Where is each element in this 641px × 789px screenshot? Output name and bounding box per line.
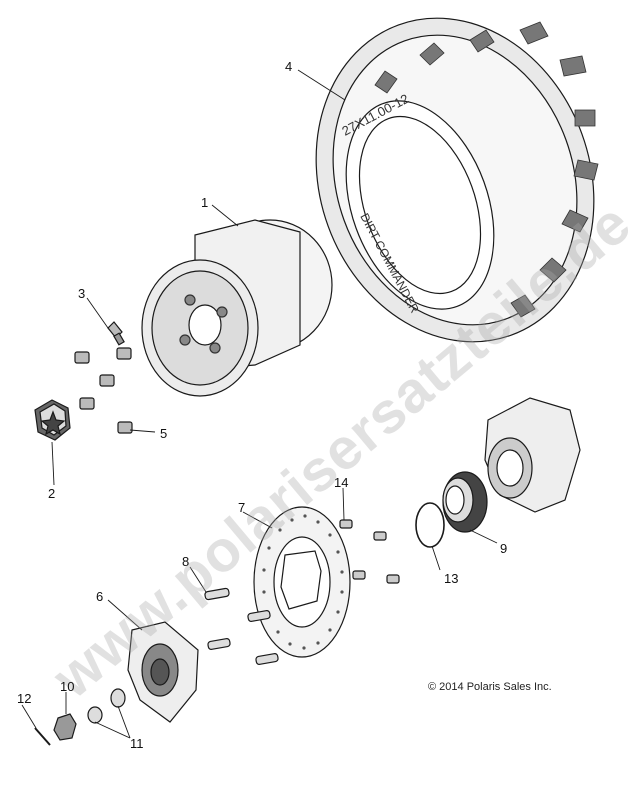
wheel-studs: [204, 587, 279, 665]
brake-disc: [253, 506, 351, 658]
callout-2: 2: [48, 486, 56, 501]
callout-14: 14: [334, 475, 349, 490]
callout-5: 5: [160, 426, 168, 441]
callout-10: 10: [60, 679, 75, 694]
tire: [315, 17, 599, 343]
disc-bolts: [339, 519, 400, 584]
callout-3: 3: [78, 286, 86, 301]
wheel-rim: [141, 219, 333, 397]
center-cap: [34, 399, 71, 441]
callout-9: 9: [500, 541, 508, 556]
callout-8: 8: [182, 554, 190, 569]
lug-nuts: [74, 347, 133, 434]
callout-11: 11: [130, 736, 144, 751]
washers: [87, 688, 126, 724]
steering-knuckle: [484, 397, 581, 513]
callout-13: 13: [444, 571, 459, 586]
callout-4: 4: [285, 59, 293, 74]
retaining-ring: [415, 502, 445, 548]
callout-12: 12: [17, 691, 32, 706]
callout-6: 6: [96, 589, 104, 604]
copyright-notice: © 2014 Polaris Sales Inc.: [428, 681, 552, 693]
valve-stem: [107, 321, 125, 346]
callout-1: 1: [201, 195, 209, 210]
cotter-pin: [34, 727, 51, 746]
wheel-bearing: [442, 471, 488, 533]
wheel-hub: [127, 621, 199, 723]
leader-lines: [21, 69, 498, 739]
callout-7: 7: [238, 500, 246, 515]
castle-nut: [53, 713, 77, 741]
